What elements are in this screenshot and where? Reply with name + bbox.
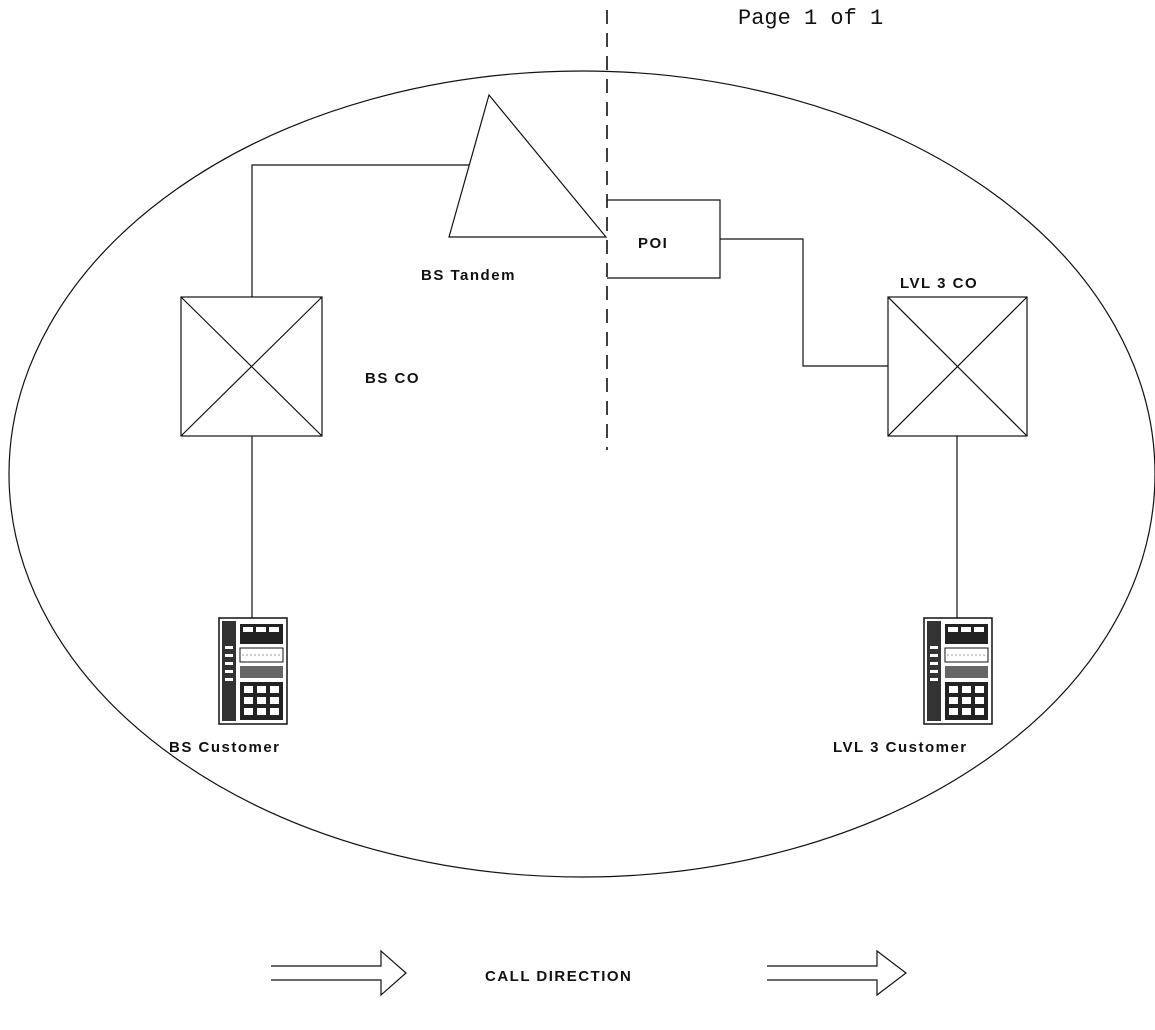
tandem-triangle-icon <box>449 95 606 237</box>
bs-tandem-label: BS Tandem <box>421 267 516 284</box>
call-direction-label: CALL DIRECTION <box>485 968 632 985</box>
lvl3-customer-label: LVL 3 Customer <box>833 739 968 756</box>
lvl3-customer-telephone-icon <box>924 618 992 724</box>
page-indicator: Page 1 of 1 <box>738 6 883 31</box>
lvl3-co-label: LVL 3 CO <box>900 275 978 292</box>
bs-co-switch-icon <box>181 297 322 436</box>
poi-label: POI <box>638 235 668 252</box>
bs-customer-label: BS Customer <box>169 739 281 756</box>
right-direction-arrow-icon <box>767 951 906 995</box>
bs-customer-telephone-icon <box>219 618 287 724</box>
lvl3-co-switch-icon <box>888 297 1027 436</box>
link-poi-to-lvl3-co <box>720 239 888 366</box>
left-direction-arrow-icon <box>271 951 406 995</box>
bs-co-label: BS CO <box>365 370 420 387</box>
local-calling-area-ellipse <box>9 71 1155 877</box>
